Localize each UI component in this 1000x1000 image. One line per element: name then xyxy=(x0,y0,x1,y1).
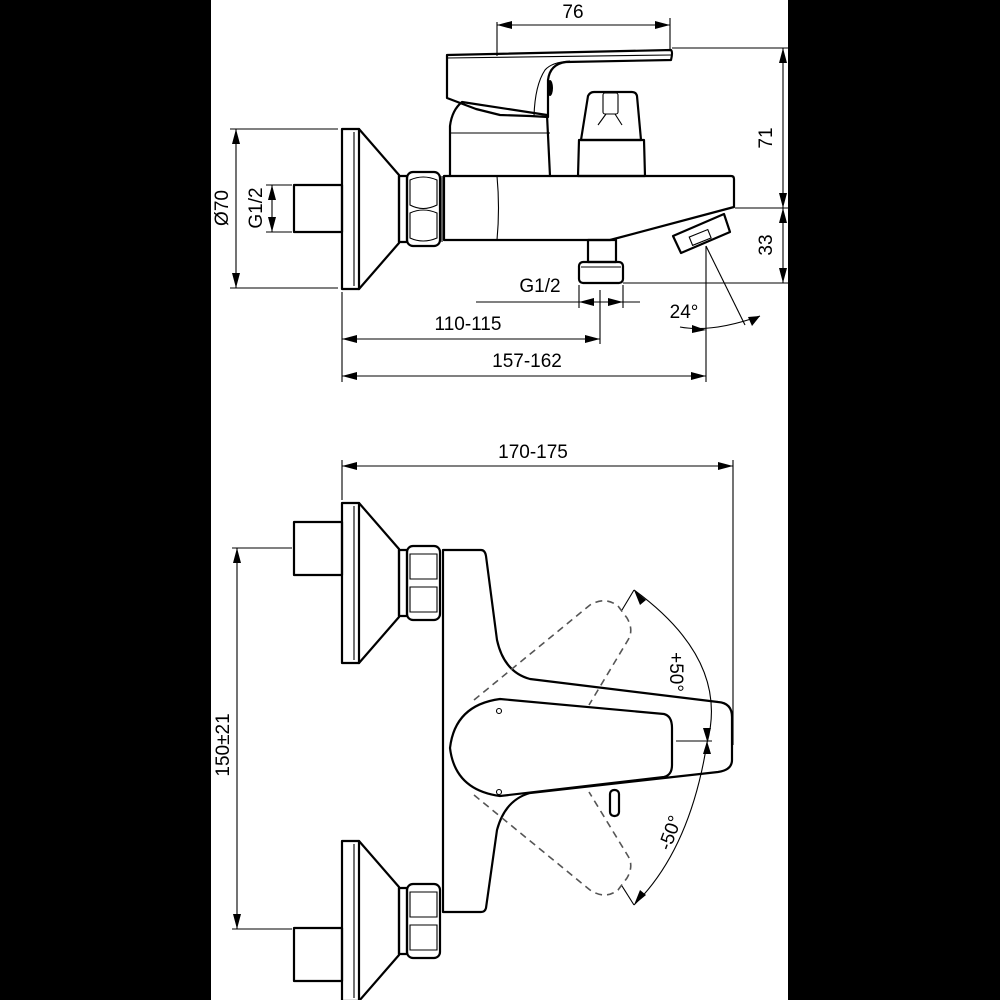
dim-outlet-thread: G1/2 xyxy=(519,276,560,297)
diverter-pin xyxy=(608,788,621,818)
connector-nut xyxy=(397,170,443,248)
side-view: 76 71 33 Ø70 G1/2 G1/2 xyxy=(212,2,788,382)
lever-ghost-plus50 xyxy=(473,599,632,706)
dim-wall-to-spout: 157-162 xyxy=(492,351,562,372)
dim-lever-length: 76 xyxy=(562,2,583,23)
spout-aerator xyxy=(671,212,732,255)
lower-wall-flange xyxy=(292,839,442,1000)
lever-ghost-minus50 xyxy=(473,791,632,896)
mixer-body-plan xyxy=(441,548,734,914)
dim-rotation-minus: -50° xyxy=(655,813,687,853)
cartridge xyxy=(448,100,552,178)
lever-plan xyxy=(448,697,674,798)
dim-spout-drop: 33 xyxy=(756,234,777,255)
dim-overall-depth: 170-175 xyxy=(498,442,568,463)
dim-inlet-thread: G1/2 xyxy=(246,187,267,228)
top-view: 170-175 150±21 +50° -50° xyxy=(213,442,734,1000)
dim-rotation-plus: +50° xyxy=(665,652,686,692)
mixer-body xyxy=(442,174,736,242)
diverter-knob xyxy=(576,90,647,178)
dim-spout-angle: 24° xyxy=(670,302,699,323)
wall-flange xyxy=(340,127,401,291)
dim-height-total: 71 xyxy=(756,127,777,148)
lever xyxy=(445,48,674,119)
dim-wall-to-outlet: 110-115 xyxy=(435,314,502,335)
dim-flange-diameter: Ø70 xyxy=(212,190,233,226)
drawing-sheet xyxy=(211,0,788,1000)
dim-inlet-centres: 150±21 xyxy=(213,713,234,776)
upper-wall-flange xyxy=(292,501,442,665)
shower-outlet xyxy=(577,238,625,285)
inlet-nipple xyxy=(292,183,344,234)
